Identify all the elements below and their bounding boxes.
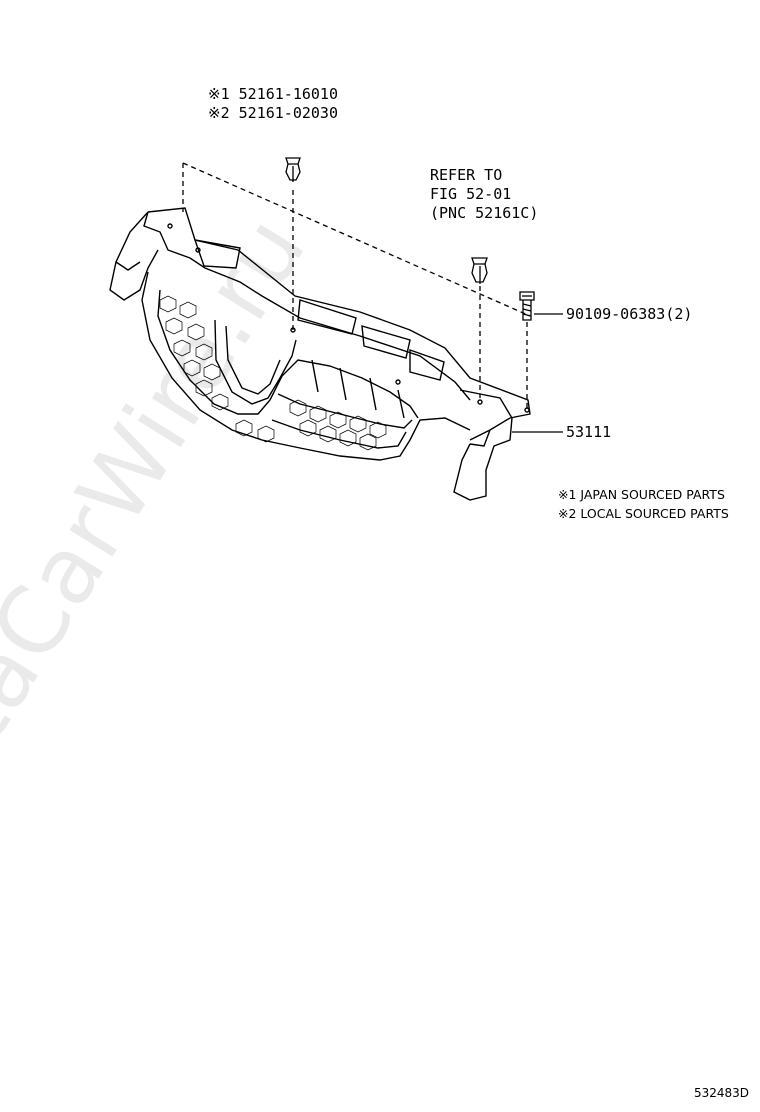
callout-clip-line1: ※1 52161-16010 [208, 85, 338, 103]
callout-clip-line2: ※2 52161-02030 [208, 104, 338, 122]
callout-bolt: 90109-06383(2) [566, 305, 693, 323]
figure-id: 532483D [694, 1086, 750, 1100]
callout-grille: 53111 [566, 423, 612, 441]
callout-refer-line2: FIG 52-01 [430, 185, 512, 203]
honeycomb-mesh [159, 295, 387, 451]
clip-icon-2 [471, 257, 488, 284]
bolt-icon [519, 291, 535, 321]
note-japan-sourced: ※1 JAPAN SOURCED PARTS [558, 487, 725, 502]
note-local-sourced: ※2 LOCAL SOURCED PARTS [558, 506, 729, 521]
grille-assembly [109, 207, 531, 501]
callout-refer-line3: (PNC 52161C) [430, 204, 539, 222]
dashed-line-top [182, 162, 531, 317]
clip-icon-1 [285, 157, 301, 182]
callout-refer-line1: REFER TO [430, 166, 503, 184]
